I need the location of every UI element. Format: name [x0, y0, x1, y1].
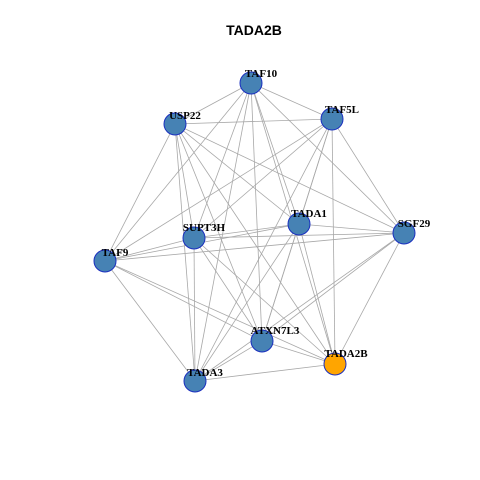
node-tada3[interactable]: [183, 369, 207, 393]
edge-atxn7l3-tada2b: [261, 340, 336, 365]
edge-supt3h-tada1: [193, 223, 300, 239]
edge-supt3h-tada3: [193, 237, 196, 382]
node-label-sgf29: SGF29: [398, 218, 431, 230]
node-atxn7l3[interactable]: [250, 329, 274, 353]
node-taf10[interactable]: [239, 71, 263, 95]
node-label-atxn7l3: ATXN7L3: [251, 325, 300, 337]
edge-supt3h-atxn7l3: [193, 237, 263, 342]
edge-taf10-taf5l: [250, 82, 333, 120]
edge-usp22-taf5l: [174, 118, 333, 125]
edge-layer: [104, 82, 405, 382]
edge-usp22-taf9: [104, 123, 176, 262]
node-label-taf5l: TAF5L: [325, 104, 359, 116]
edge-tada2b-tada3: [194, 363, 336, 382]
node-tada1[interactable]: [287, 212, 311, 236]
edge-taf10-sgf29: [250, 82, 405, 234]
node-label-supt3h: SUPT3H: [183, 222, 226, 234]
edge-sgf29-tada2b: [334, 232, 405, 365]
edge-taf10-taf9: [104, 82, 252, 262]
edge-usp22-tada3: [174, 123, 196, 382]
edge-usp22-supt3h: [174, 123, 195, 239]
node-layer: [93, 71, 416, 393]
edge-tada1-tada2b: [298, 223, 336, 365]
node-label-tada2b: TADA2B: [324, 348, 368, 360]
node-sgf29[interactable]: [392, 221, 416, 245]
edge-usp22-tada1: [174, 123, 300, 225]
edge-taf5l-tada3: [194, 118, 333, 382]
edge-taf10-tada1: [250, 82, 300, 225]
edge-taf5l-sgf29: [331, 118, 405, 234]
node-tada2b[interactable]: [323, 352, 347, 376]
edge-taf5l-taf9: [104, 118, 333, 262]
edge-usp22-atxn7l3: [174, 123, 263, 342]
edge-tada1-tada3: [194, 223, 300, 382]
diagram-title: TADA2B: [226, 22, 282, 38]
node-label-taf9: TAF9: [102, 247, 129, 259]
edge-taf9-tada2b: [104, 260, 336, 365]
edge-atxn7l3-tada3: [194, 340, 263, 382]
node-taf5l[interactable]: [320, 107, 344, 131]
edge-taf10-usp22: [174, 82, 252, 125]
edge-sgf29-tada3: [194, 232, 405, 382]
edge-sgf29-atxn7l3: [261, 232, 405, 342]
edge-taf10-tada3: [194, 82, 252, 382]
edge-taf10-supt3h: [193, 82, 252, 239]
node-label-usp22: USP22: [169, 110, 201, 122]
edge-supt3h-tada2b: [193, 237, 336, 365]
edge-usp22-tada2b: [174, 123, 336, 365]
edge-supt3h-taf9: [104, 237, 195, 262]
edge-taf9-atxn7l3: [104, 260, 263, 342]
node-label-tada3: TADA3: [187, 367, 223, 379]
node-label-taf10: TAF10: [245, 68, 278, 80]
edge-tada1-sgf29: [298, 223, 405, 234]
node-usp22[interactable]: [163, 112, 187, 136]
edge-taf5l-tada2b: [331, 118, 336, 365]
node-taf9[interactable]: [93, 249, 117, 273]
edge-taf9-tada3: [104, 260, 196, 382]
node-supt3h[interactable]: [182, 226, 206, 250]
node-label-tada1: TADA1: [291, 208, 327, 220]
edge-usp22-sgf29: [174, 123, 405, 234]
edge-taf5l-supt3h: [193, 118, 333, 239]
edge-sgf29-taf9: [104, 232, 405, 262]
edge-taf10-atxn7l3: [250, 82, 263, 342]
